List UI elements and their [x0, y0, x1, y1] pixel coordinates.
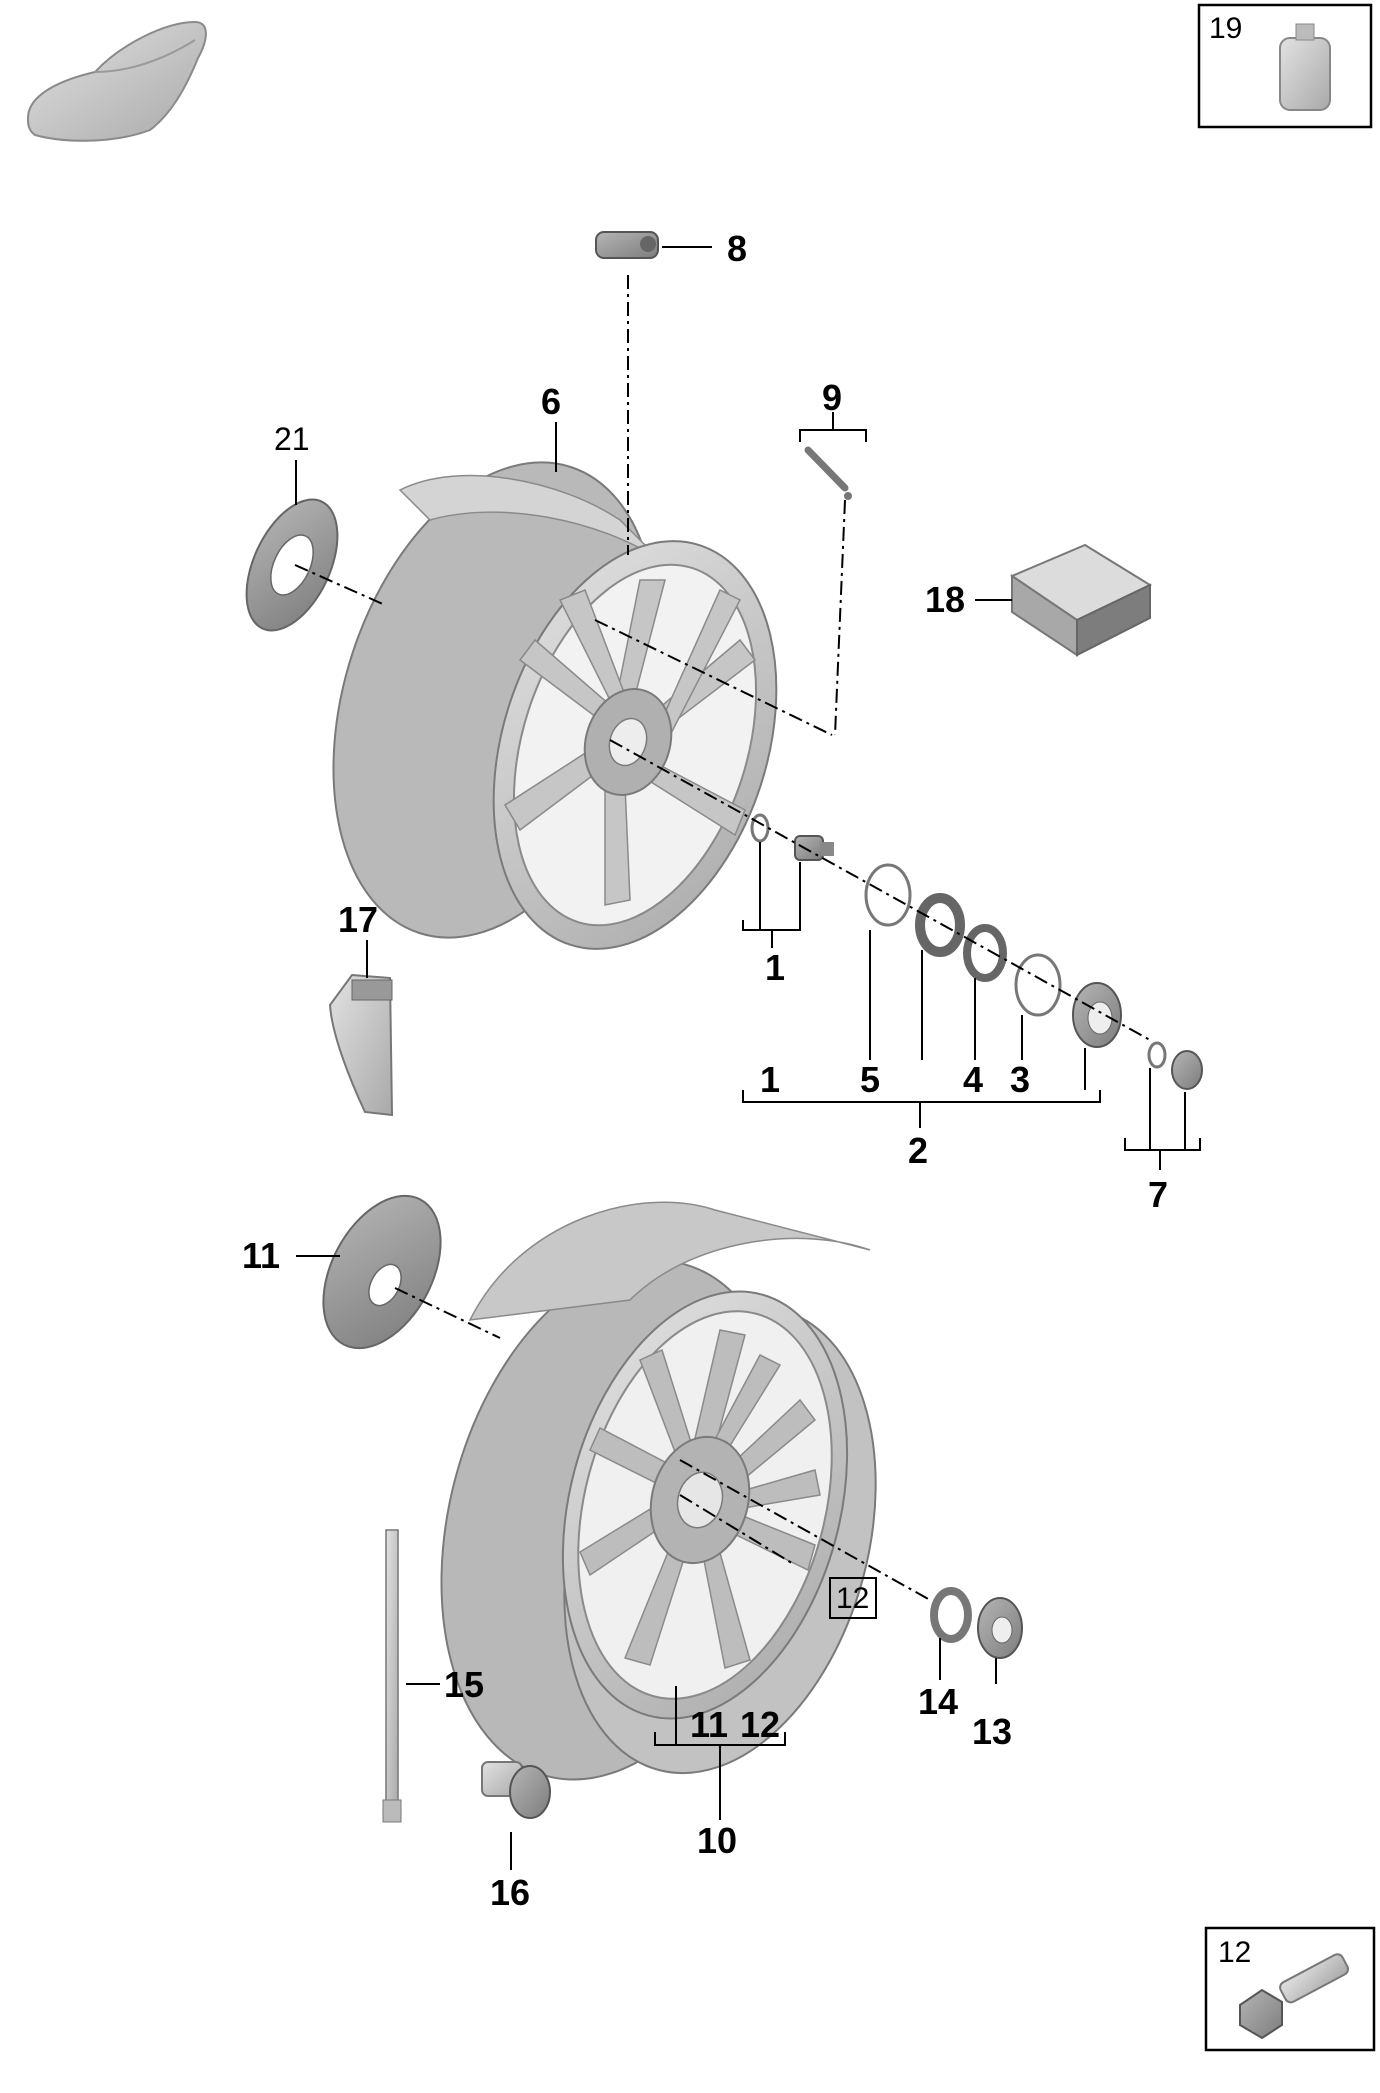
- spacer-ring-21: [245, 498, 339, 632]
- callout-labels: 8 6 21 9 18 17 1 1 5 4 3 2 7 11 15 14 13…: [242, 228, 1168, 1913]
- seal-ring-5: [864, 863, 912, 927]
- callout-21: 21: [274, 421, 310, 457]
- callout-1-clip: 1: [765, 947, 785, 988]
- callout-11-spacer: 11: [242, 1235, 280, 1276]
- detail-box-19: 19: [1197, 3, 1373, 129]
- callout-5: 5: [860, 1059, 880, 1100]
- central-nut-2: [1072, 982, 1122, 1048]
- cap-7: [1171, 1050, 1203, 1090]
- detail-box-12-label: 12: [1218, 1936, 1251, 1969]
- o-ring-7: [1147, 1041, 1167, 1069]
- tool-rod-15: [382, 1529, 402, 1823]
- central-nut-13: [977, 1597, 1023, 1659]
- wheel-rim-6: [332, 461, 778, 950]
- callout-10: 10: [697, 1820, 737, 1861]
- callout-6: 6: [541, 381, 561, 422]
- seal-ring-3: [1014, 953, 1062, 1017]
- callout-14: 14: [918, 1681, 958, 1722]
- callout-12-box-label: 12: [836, 1582, 869, 1615]
- washer-4: [963, 924, 1007, 982]
- callout-17: 17: [338, 899, 378, 940]
- spacer-plate-11: [322, 1194, 442, 1350]
- callout-9: 9: [822, 377, 842, 418]
- wheel-bolt-icon: [1239, 1953, 1350, 2040]
- valve-stem-9: [804, 446, 852, 500]
- callout-13: 13: [972, 1711, 1012, 1752]
- socket-tool-16: [481, 1761, 551, 1819]
- callout-18: 18: [925, 579, 965, 620]
- callout-8: 8: [727, 228, 747, 269]
- callout-16: 16: [490, 1872, 530, 1913]
- valve-insert-1: [794, 835, 834, 861]
- bracket-17: [328, 973, 394, 1117]
- washer-2: [915, 893, 965, 957]
- callout-11-sub: 11: [690, 1704, 728, 1745]
- balance-weight-box-18: [1009, 543, 1153, 657]
- o-ring-small-1: [750, 813, 770, 843]
- callout-7: 7: [1148, 1174, 1168, 1215]
- assembly-axes: [294, 275, 1151, 1601]
- leader-lines: [295, 246, 1201, 1870]
- callout-4: 4: [963, 1059, 983, 1100]
- callout-3: 3: [1010, 1059, 1030, 1100]
- tire-sealant-bottle-icon: [1279, 23, 1331, 111]
- callout-15: 15: [444, 1664, 484, 1705]
- valve-sensor-icon: [595, 231, 659, 259]
- callout-2: 2: [908, 1130, 928, 1171]
- washer-14: [930, 1587, 972, 1643]
- callout-12-boxed: 12: [829, 1577, 877, 1619]
- detail-box-12: 12: [1204, 1926, 1376, 2052]
- complete-wheel-10: [440, 1201, 877, 1781]
- callout-12-sub: 12: [740, 1704, 780, 1745]
- car-silhouette-icon: [26, 20, 207, 142]
- callout-1-set: 1: [760, 1059, 780, 1100]
- detail-box-19-label: 19: [1209, 12, 1242, 45]
